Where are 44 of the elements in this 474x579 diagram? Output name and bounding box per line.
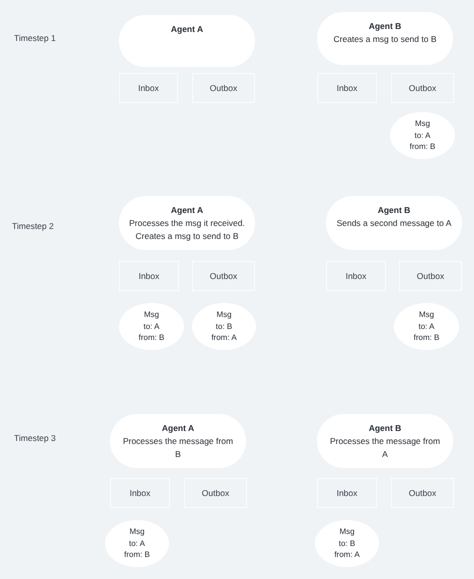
- agent-name: Agent A: [162, 422, 194, 434]
- message-line: to: A: [414, 130, 430, 142]
- mailbox-box: Outbox: [391, 73, 454, 103]
- message-line: from: B: [414, 332, 440, 344]
- mailbox-box: Inbox: [119, 73, 178, 103]
- agent-name: Agent A: [170, 23, 204, 35]
- timestep-label: Timestep 2: [12, 221, 54, 231]
- agent-description: Processes the msg it received. Creates a msg to send to B: [129, 217, 245, 243]
- message-line: to: B: [338, 538, 356, 550]
- mailbox-box: Outbox: [391, 478, 454, 508]
- message-line: from: B: [124, 549, 150, 561]
- timestep-label: Timestep 1: [14, 33, 56, 43]
- agent-name: Agent B: [368, 20, 402, 32]
- message-line: from: A: [211, 332, 237, 344]
- message-line: from: B: [138, 332, 164, 344]
- mailbox-box: Inbox: [317, 73, 377, 103]
- agent-description: Sends a second message to A: [336, 217, 452, 230]
- message-line: Msg: [339, 526, 355, 538]
- agent-name: Agent B: [368, 422, 402, 434]
- message-line: Msg: [414, 118, 430, 130]
- agent-description: Processes the message from B: [122, 435, 234, 461]
- message-line: to: A: [418, 320, 434, 332]
- mailbox-box: Inbox: [326, 261, 386, 291]
- mailbox-box: Outbox: [192, 73, 255, 103]
- mailbox-box: Inbox: [317, 478, 377, 508]
- agent-name: Agent B: [378, 204, 410, 216]
- mailbox-box: Outbox: [184, 478, 247, 508]
- message-line: to: A: [143, 320, 160, 332]
- message-line: from: B: [410, 141, 436, 153]
- mailbox-box: Outbox: [399, 261, 462, 291]
- message-line: Msg: [418, 309, 434, 321]
- message-line: Msg: [144, 309, 160, 321]
- message-line: to: B: [216, 320, 232, 332]
- agent-description: Creates a msg to send to B: [334, 33, 436, 46]
- timestep-label: Timestep 3: [14, 433, 56, 443]
- agent-name: Agent A: [170, 204, 204, 216]
- mailbox-box: Outbox: [192, 261, 255, 291]
- mailbox-box: Inbox: [119, 261, 179, 291]
- message-line: Msg: [129, 526, 145, 538]
- message-line: from: A: [334, 549, 360, 561]
- message-line: Msg: [216, 309, 232, 321]
- mailbox-box: Inbox: [110, 478, 170, 508]
- agent-description: Processes the message from A: [328, 435, 442, 461]
- message-line: to: A: [128, 538, 145, 550]
